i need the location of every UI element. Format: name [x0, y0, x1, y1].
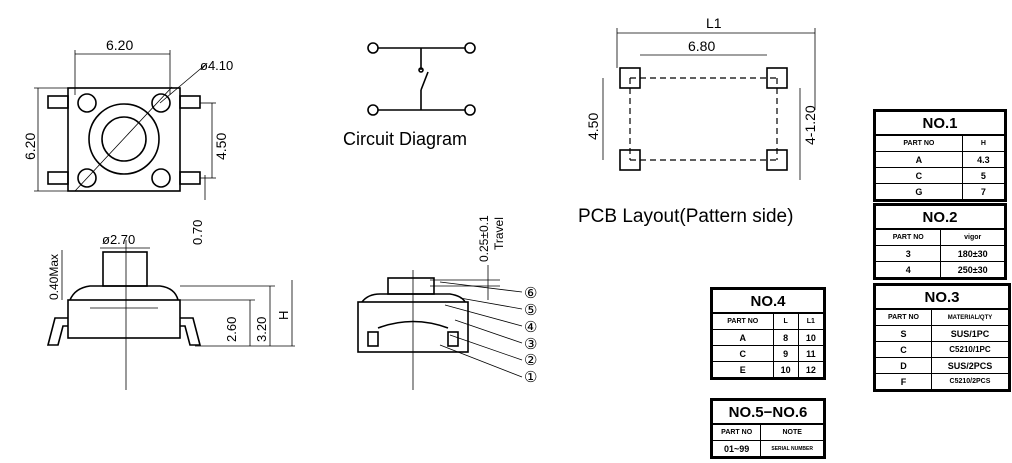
cell: 5: [961, 167, 1006, 184]
table-title: NO.5−NO.6: [712, 400, 824, 425]
circuit-title: Circuit Diagram: [343, 129, 467, 149]
cell: 250±30: [940, 261, 1005, 278]
dim-stem-dia: ø2.70: [102, 232, 135, 247]
pcb-pitch-x: 6.80: [688, 38, 715, 54]
cell: A: [875, 151, 963, 168]
table-title: NO.1: [875, 111, 1005, 136]
dim-pin-pitch: 4.50: [213, 133, 229, 160]
table-header: vigor: [940, 228, 1005, 246]
table-header: L1: [797, 312, 825, 330]
cell: 11: [797, 345, 825, 362]
cell: 10: [772, 361, 799, 378]
dim-height: H: [276, 311, 291, 320]
travel-label: Travel: [492, 217, 506, 250]
cell: 4: [874, 261, 942, 278]
cell: 3: [874, 245, 942, 262]
cell: 12: [797, 361, 825, 378]
pcb-title: PCB Layout(Pattern side): [578, 206, 793, 227]
cell: C5210/2PCS: [930, 373, 1010, 390]
callout-4: ④: [524, 319, 537, 336]
cell: D: [875, 357, 932, 374]
table-header: PART NO: [874, 228, 942, 246]
pcb-holes: 4-1.20: [802, 105, 818, 145]
cell: SUS/2PCS: [930, 357, 1010, 374]
circuit-diagram: Circuit Diagram: [343, 42, 476, 149]
dim-travel: 0.25±0.1: [477, 215, 491, 262]
cell: SERIAL NUMBER: [760, 440, 824, 457]
table-title: NO.4: [712, 289, 824, 314]
table-header: H: [961, 134, 1006, 152]
pcb-l1: L1: [706, 15, 722, 31]
section-view: 0.25±0.1 Travel ⑥ ⑤ ④ ③ ② ①: [357, 215, 537, 390]
table-header: PART NO: [712, 312, 774, 330]
dim-total-body: 3.20: [254, 317, 269, 342]
dim-top-width: 6.20: [106, 37, 133, 53]
cell: 8: [772, 329, 799, 346]
cell: S: [875, 325, 932, 342]
side-view: ø2.70 0.40Max 2.60 3.20 H: [46, 232, 295, 390]
dim-actuator-dia: ø4.10: [200, 58, 233, 73]
pcb-layout: L1 6.80 4.50 4-1.20 PCB Layout(Pattern s…: [578, 15, 818, 227]
cell: C: [712, 345, 774, 362]
cell: C: [875, 341, 932, 358]
cell: 01~99: [711, 440, 762, 457]
dim-max-protrusion: 0.40Max: [47, 254, 61, 300]
dim-pin-offset: 0.70: [190, 220, 205, 245]
callout-5: ⑤: [524, 302, 537, 319]
callout-3: ③: [524, 336, 537, 353]
cell: A: [712, 329, 774, 346]
table-header: MATERIAL/QTY: [930, 308, 1010, 326]
table-title: NO.3: [875, 285, 1009, 310]
cell: 4.3: [961, 151, 1006, 168]
table-header: PART NO: [875, 308, 932, 326]
table-header: NOTE: [760, 423, 824, 441]
callout-6: ⑥: [524, 285, 537, 302]
table-title: NO.2: [875, 205, 1005, 230]
cell: E: [712, 361, 774, 378]
cell: 180±30: [940, 245, 1005, 262]
cell: G: [875, 183, 963, 200]
cell: 7: [961, 183, 1006, 200]
top-view: 6.20 6.20 ø4.10 4.50 0.70: [22, 37, 233, 245]
cell: 9: [772, 345, 799, 362]
table-header: PART NO: [711, 423, 762, 441]
cell: SUS/1PC: [930, 325, 1010, 342]
cell: C: [875, 167, 963, 184]
table-header: PART NO: [875, 134, 963, 152]
dim-top-height: 6.20: [22, 133, 38, 160]
cell: F: [875, 373, 932, 390]
cell: C5210/1PC: [930, 341, 1010, 358]
table-header: L: [772, 312, 799, 330]
cell: 10: [797, 329, 825, 346]
dim-body-height: 2.60: [224, 317, 239, 342]
callout-1: ①: [524, 369, 537, 386]
pcb-pitch-y: 4.50: [585, 113, 601, 140]
callout-2: ②: [524, 352, 537, 369]
